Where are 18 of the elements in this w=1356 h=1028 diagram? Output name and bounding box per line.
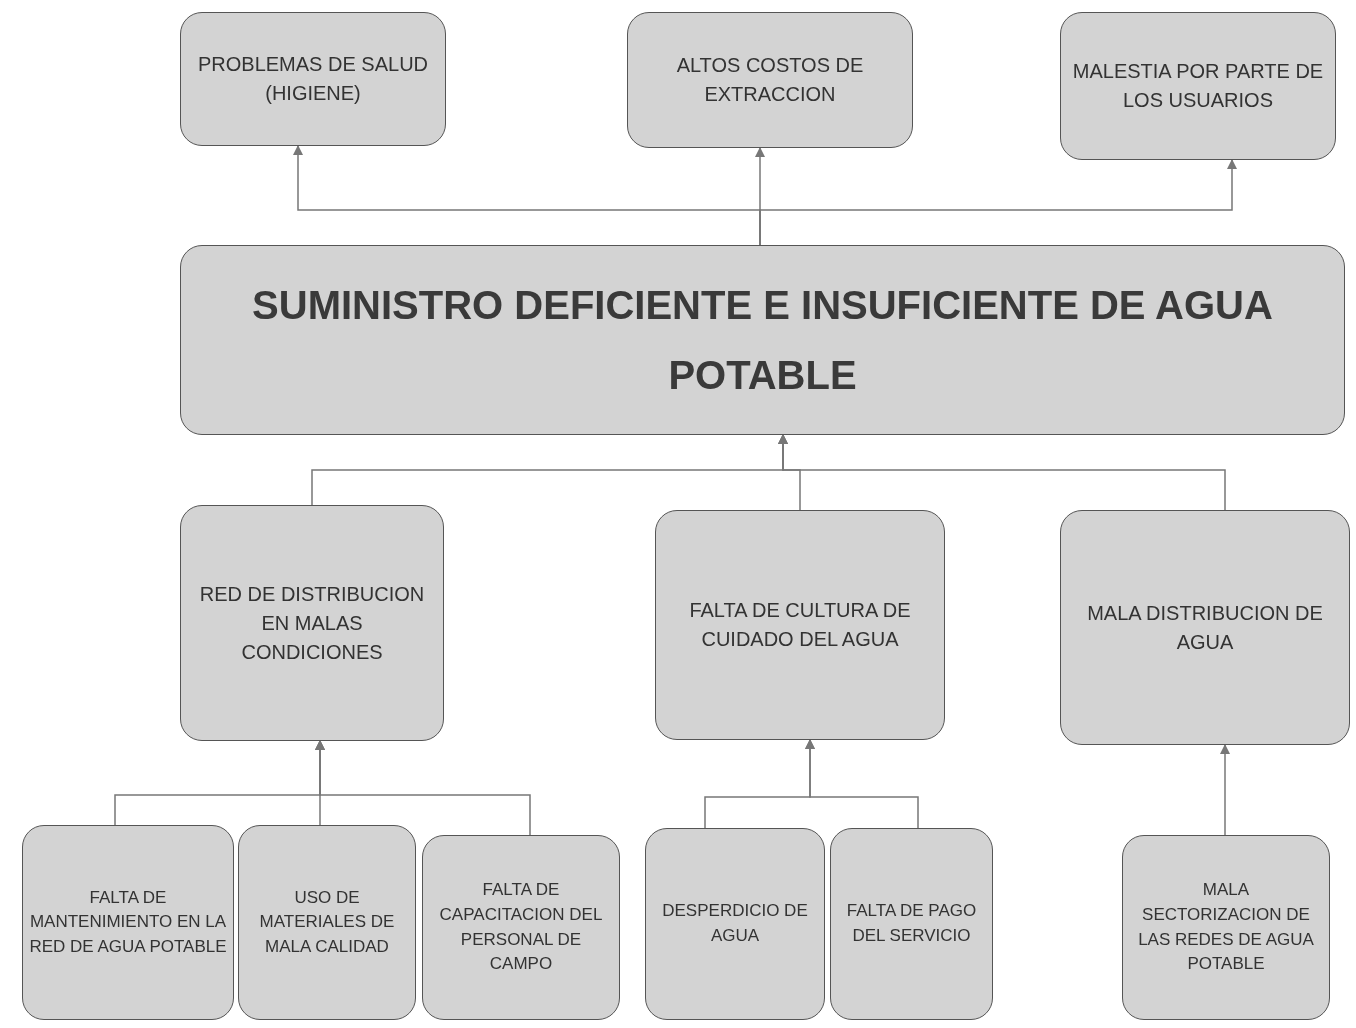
cause-effect-box: MALA DISTRIBUCION DE AGUA [1060, 510, 1350, 745]
arrow [759, 158, 1238, 246]
arrow [1219, 743, 1231, 836]
arrow [777, 433, 1226, 511]
arrow [804, 738, 919, 829]
arrow [314, 739, 531, 836]
cause-effect-box: MALA SECTORIZACION DE LAS REDES DE AGUA POTABLE [1122, 835, 1330, 1020]
cause-effect-box: FALTA DE MANTENIMIENTO EN LA RED DE AGUA POTABLE [22, 825, 234, 1020]
cause-effect-box: MALESTIA POR PARTE DE LOS USUARIOS [1060, 12, 1336, 160]
cause-effect-box: FALTA DE CULTURA DE CUIDADO DEL AGUA [655, 510, 945, 740]
problem-box: SUMINISTRO DEFICIENTE E INSUFICIENTE DE AGUA POTABLE [180, 245, 1345, 435]
cause-effect-box: PROBLEMAS DE SALUD (HIGIENE) [180, 12, 446, 146]
cause-effect-box: RED DE DISTRIBUCION EN MALAS CONDICIONES [180, 505, 444, 741]
cause-effect-box: DESPERDICIO DE AGUA [645, 828, 825, 1020]
cause-effect-box: FALTA DE CAPACITACION DEL PERSONAL DE CAMPO [422, 835, 620, 1020]
cause-effect-box: USO DE MATERIALES DE MALA CALIDAD [238, 825, 416, 1020]
cause-effect-box: ALTOS COSTOS DE EXTRACCION [627, 12, 913, 148]
cause-effect-box: FALTA DE PAGO DEL SERVICIO [830, 828, 993, 1020]
